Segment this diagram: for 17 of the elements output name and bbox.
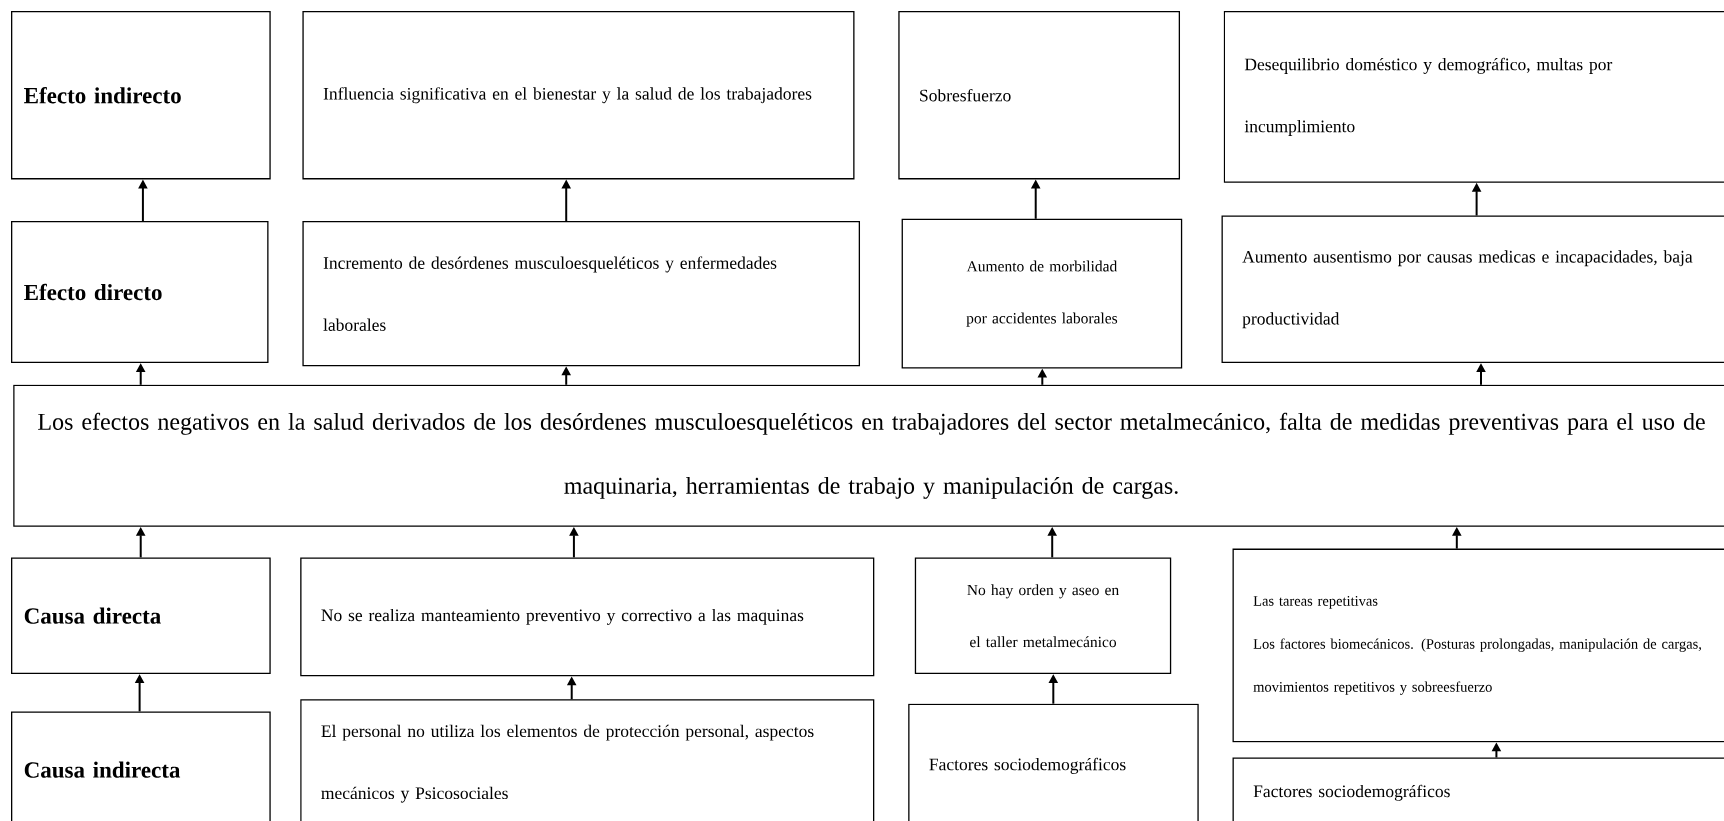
text-box: Desequilibrio doméstico y demográfico, multas por incumplimiento xyxy=(1223,11,1724,183)
text-box: Aumento de morbilidad por accidentes laborales xyxy=(901,218,1183,369)
heading-box: Causa directa xyxy=(11,557,271,675)
text-box: Influencia significativa en el bienestar y la salud de los trabajadores xyxy=(302,11,855,180)
text-box: Factores sociodemográficos xyxy=(908,703,1199,821)
text-box: No hay orden y aseo en el taller metalmecánico xyxy=(914,557,1172,675)
text-box: El personal no utiliza los elementos de protección personal, aspectos mecánicos y Psicosociales xyxy=(300,699,875,821)
heading-box: Efecto directo xyxy=(11,221,269,363)
text-box: Las tareas repetitivas Los factores biomecánicos. (Posturas prolongadas, manipulación de cargas, movimientos repetitivos y sobreesfuerzo xyxy=(1232,548,1724,743)
text-box: Sobresfuerzo xyxy=(898,11,1180,180)
text-box: Aumento ausentismo por causas medicas e incapacidades, baja productividad xyxy=(1221,215,1724,363)
problem-box: Los efectos negativos en la salud derivados de los desórdenes musculoesqueléticos en trabajadores del sector metalmecánico, falta de medidas preventivas para el uso de maquinaria, herramientas de trabajo y manipulación de cargas. xyxy=(13,384,1724,527)
text-box: Factores sociodemográficos xyxy=(1232,757,1724,821)
heading-box: Efecto indirecto xyxy=(11,11,271,180)
text-box: Incremento de desórdenes musculoesqueléticos y enfermedades laborales xyxy=(302,221,860,367)
heading-box: Causa indirecta xyxy=(11,711,271,821)
text-box: No se realiza manteamiento preventivo y correctivo a las maquinas xyxy=(300,557,875,677)
